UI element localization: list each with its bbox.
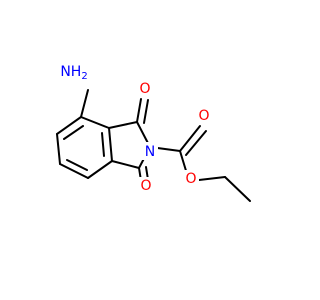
molecule-structure-diagram: NH2 O O N O O [56, 63, 251, 202]
atom-label-o-lower: O [138, 177, 154, 195]
ethyl-carboxylate [149, 125, 251, 202]
svg-text:NH2: NH2 [60, 64, 87, 82]
bond-c1-o-a [136, 98, 142, 123]
atom-label-nh2: NH2 [60, 63, 101, 83]
benzene-ring [56, 116, 113, 179]
bond-ch2-ch3 [224, 176, 251, 202]
svg-text:O: O [198, 108, 209, 124]
svg-text:O: O [140, 178, 151, 194]
bond-c4-c5 [56, 116, 82, 135]
bond-c4-nh2 [80, 89, 89, 118]
bond-c3a-c4 [80, 116, 110, 129]
bond-cc-o-a [179, 125, 201, 152]
bond-c7a-c3a [108, 127, 113, 162]
svg-text:N: N [145, 144, 155, 160]
bond-cc-o-b [185, 130, 207, 156]
nh2-subscript: 2 [81, 71, 87, 82]
bond-c6-c7-inner [66, 159, 88, 171]
svg-text:O: O [139, 81, 150, 97]
atom-label-o-ester: O [183, 170, 199, 188]
atom-label-n-imide: N [142, 142, 158, 160]
bond-c4-c5-inner [63, 125, 84, 140]
atom-label-o-upper: O [137, 80, 153, 98]
bond-c7-c7a [87, 160, 113, 179]
bond-oester-ch2 [198, 176, 226, 181]
bond-c5-c6 [56, 133, 61, 165]
svg-text:O: O [185, 171, 196, 187]
bond-c3a-c1 [108, 121, 138, 129]
bond-c6-c7 [59, 163, 89, 179]
nh2-main-text: NH [60, 64, 81, 80]
bond-c7a-c3a-inner [101, 132, 105, 157]
atom-label-o-carbonyl: O [196, 107, 212, 125]
bond-c1-o-b [143, 99, 149, 124]
bond-c3-c7a [111, 160, 140, 169]
